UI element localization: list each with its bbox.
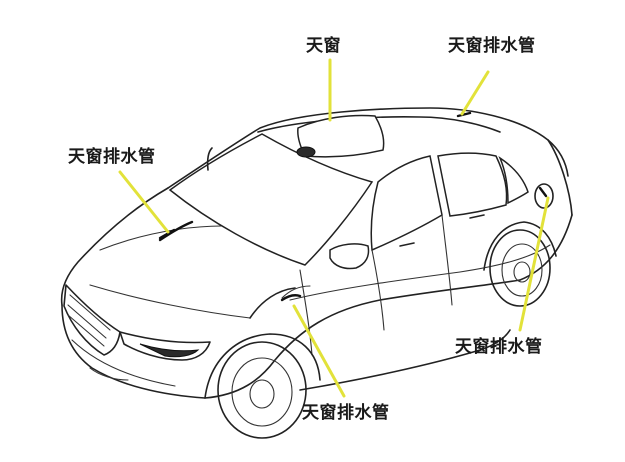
- label-drain-bottom-right: 天窗排水管: [455, 337, 543, 357]
- leader-drain-bottom-right: [518, 196, 550, 332]
- leader-drain-top-right: [460, 70, 490, 116]
- windows: [168, 133, 529, 266]
- leader-drain-top-left: [118, 170, 170, 234]
- label-drain-top-left: 天窗排水管: [68, 147, 156, 167]
- front-fascia: [63, 220, 211, 381]
- rear-wheel: [483, 221, 557, 307]
- front-wheel: [204, 333, 321, 439]
- leader-drain-bottom-middle: [292, 304, 346, 398]
- label-sunroof: 天窗: [306, 36, 341, 56]
- label-drain-top-right: 天窗排水管: [448, 36, 536, 56]
- label-drain-bottom-middle: 天窗排水管: [302, 403, 390, 423]
- car-body: [60, 107, 573, 399]
- leader-lines: [118, 58, 550, 398]
- drain-outlets: [158, 111, 548, 302]
- door-details: [206, 147, 554, 356]
- sunroof-panel: [296, 114, 385, 158]
